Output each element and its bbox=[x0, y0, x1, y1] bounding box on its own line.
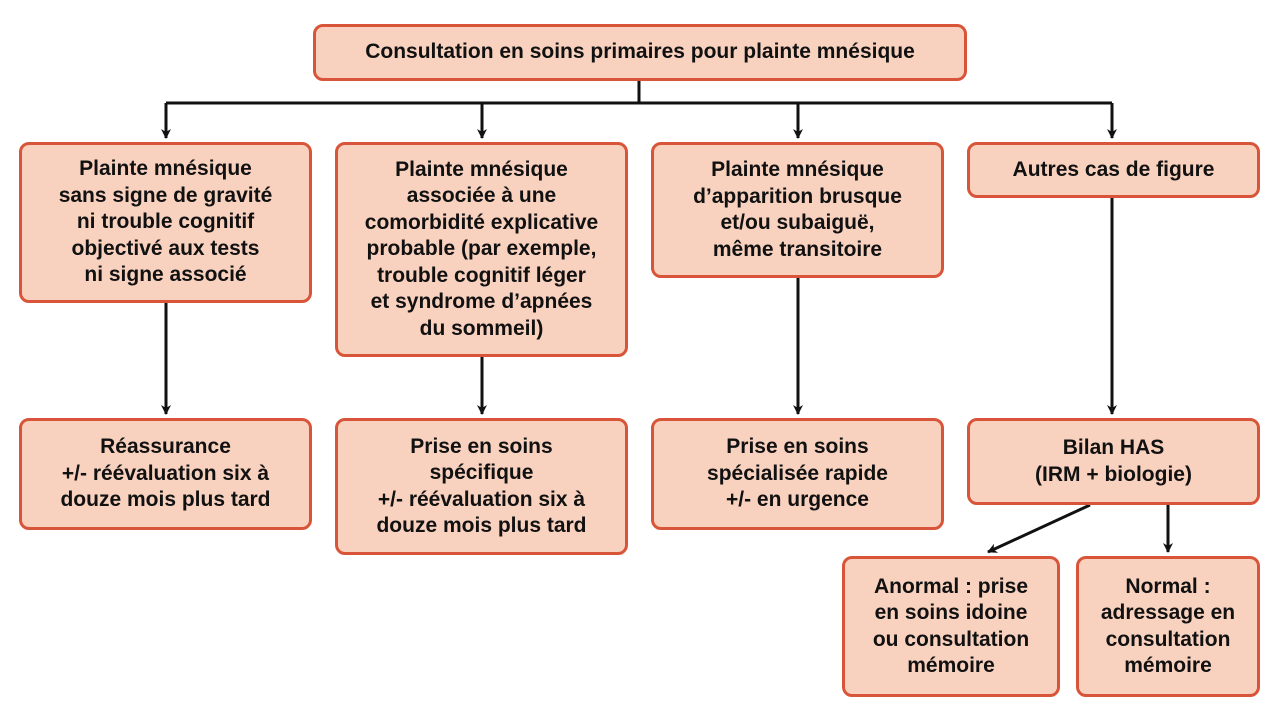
arrow-out4-to-abnormal bbox=[987, 503, 1091, 554]
node-normal-line: consultation bbox=[1105, 627, 1231, 651]
node-anormal-line: mémoire bbox=[907, 654, 995, 677]
node-plainte-sans-gravite-line: ni trouble cognitif bbox=[76, 210, 255, 234]
node-plainte-comorbidite: Plainte mnésique associée à une comorbid… bbox=[335, 142, 628, 357]
node-plainte-sans-gravite-line: ni signe associé bbox=[84, 263, 247, 287]
node-normal-line: mémoire bbox=[1124, 654, 1212, 677]
node-prise-specifique-line: spécifique bbox=[429, 461, 534, 484]
node-prise-rapide: Prise en soins spécialisée rapide +/- en… bbox=[651, 418, 944, 530]
node-reassurance-line: douze mois plus tard bbox=[60, 488, 271, 512]
node-bilan-has: Bilan HAS (IRM + biologie) bbox=[967, 418, 1260, 505]
node-normal-line: Normal : bbox=[1125, 574, 1211, 598]
node-prise-rapide-line: spécialisée rapide bbox=[707, 461, 888, 485]
node-consultation-line: Consultation en soins primaires pour pla… bbox=[365, 40, 915, 64]
node-anormal: Anormal : prise en soins idoine ou consu… bbox=[842, 556, 1060, 697]
node-plainte-comorbidite-line: comorbidité explicative bbox=[364, 210, 599, 234]
node-plainte-brusque-line: d’apparition brusque bbox=[693, 184, 902, 208]
node-anormal-line: en soins idoine bbox=[874, 601, 1028, 624]
node-bilan-has-line: Bilan HAS bbox=[1062, 436, 1165, 459]
node-autres-cas: Autres cas de figure bbox=[967, 142, 1260, 198]
node-plainte-comorbidite-line: du sommeil) bbox=[419, 316, 544, 340]
node-plainte-sans-gravite: Plainte mnésique sans signe de gravité n… bbox=[19, 142, 312, 303]
node-plainte-sans-gravite-line: objectivé aux tests bbox=[71, 236, 260, 260]
node-plainte-brusque-line: Plainte mnésique bbox=[711, 158, 884, 181]
node-prise-specifique: Prise en soins spécifique +/- réévaluati… bbox=[335, 418, 628, 555]
node-autres-cas-line: Autres cas de figure bbox=[1012, 157, 1215, 181]
node-plainte-sans-gravite-line: Plainte mnésique bbox=[79, 157, 252, 181]
node-plainte-comorbidite-line: probable (par exemple, bbox=[366, 237, 597, 261]
node-prise-rapide-line: Prise en soins bbox=[726, 435, 869, 459]
node-plainte-comorbidite-line: et syndrome d’apnées bbox=[370, 290, 593, 314]
node-plainte-brusque: Plainte mnésique d’apparition brusque et… bbox=[651, 142, 944, 278]
node-consultation: Consultation en soins primaires pour pla… bbox=[313, 24, 967, 81]
node-reassurance-line: Réassurance bbox=[100, 435, 231, 459]
node-normal-line: adressage en bbox=[1100, 601, 1236, 624]
node-prise-specifique-line: douze mois plus tard bbox=[376, 514, 587, 537]
node-anormal-line: Anormal : prise bbox=[873, 574, 1029, 598]
node-plainte-sans-gravite-line: sans signe de gravité bbox=[58, 183, 273, 207]
node-plainte-comorbidite-line: Plainte mnésique bbox=[395, 157, 568, 181]
node-plainte-comorbidite-line: associée à une bbox=[406, 184, 557, 208]
node-plainte-brusque-line: et/ou subaiguë, bbox=[720, 211, 875, 234]
node-prise-specifique-line: +/- réévaluation six à bbox=[377, 487, 586, 511]
node-plainte-brusque-line: même transitoire bbox=[712, 237, 883, 261]
node-prise-rapide-line: +/- en urgence bbox=[726, 488, 869, 512]
node-prise-specifique-line: Prise en soins bbox=[410, 434, 553, 458]
node-reassurance: Réassurance +/- réévaluation six à douze… bbox=[19, 418, 312, 530]
node-anormal-line: ou consultation bbox=[872, 627, 1030, 651]
node-plainte-comorbidite-line: trouble cognitif léger bbox=[377, 263, 586, 287]
node-normal: Normal : adressage en consultation mémoi… bbox=[1076, 556, 1260, 697]
node-reassurance-line: +/- réévaluation six à bbox=[61, 461, 270, 485]
node-bilan-has-line: (IRM + biologie) bbox=[1035, 462, 1192, 486]
